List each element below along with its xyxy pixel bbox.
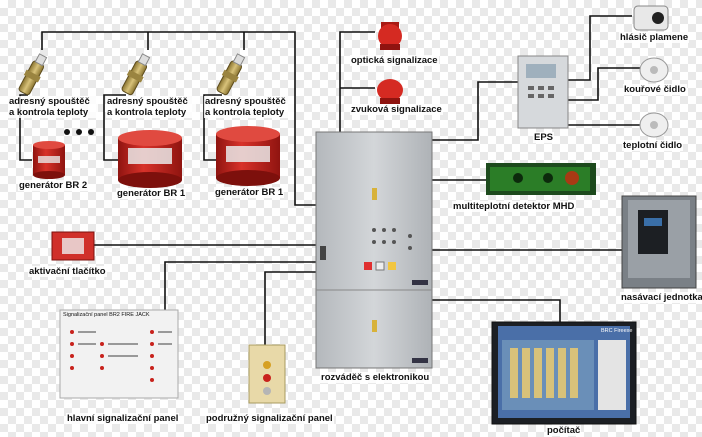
generator-br1-a <box>118 130 182 188</box>
eps-unit <box>517 55 569 129</box>
generator-br1-b <box>216 126 280 186</box>
flame-detector <box>633 5 669 31</box>
control-cabinet <box>315 131 433 369</box>
trigger-device-1 <box>18 53 48 96</box>
label-trigger-1: adresný spouštěč a kontrola teploty <box>8 96 98 118</box>
computer <box>491 321 637 425</box>
optical-siren <box>378 22 402 50</box>
heat-detector <box>639 112 669 138</box>
smoke-detector <box>639 57 669 83</box>
label-main-panel: hlavní signalizační panel <box>66 413 180 424</box>
label-heat-detector: teplotní čidlo <box>622 140 684 151</box>
label-cabinet: rozváděč s elektronikou <box>320 372 431 383</box>
label-flame-detector: hlásič plamene <box>619 32 690 43</box>
label-smoke-detector: kouřové čidlo <box>623 84 687 95</box>
sub-signal-panel <box>248 344 286 404</box>
generator-br2 <box>33 141 65 179</box>
acoustic-siren <box>377 79 403 104</box>
label-generator-br1-a: generátor BR 1 <box>116 188 187 199</box>
more-dots <box>64 129 94 135</box>
label-trigger-3: adresný spouštěč a kontrola teploty <box>204 96 294 118</box>
label-optical-signal: optická signalizace <box>350 55 439 66</box>
label-acoustic-signal: zvuková signalizace <box>350 104 443 115</box>
label-sub-panel: podružný signalizační panel <box>205 413 334 424</box>
label-aspirating: nasávací jednotka <box>620 292 702 303</box>
trigger-device-2 <box>121 53 151 96</box>
mhd-detector <box>486 163 596 195</box>
label-activation-button: aktivační tlačítko <box>28 266 107 277</box>
label-trigger-2: adresný spouštěč a kontrola teploty <box>106 96 196 118</box>
main-panel-title: Signalizační panel BR2 FIRE JACK <box>63 312 150 318</box>
computer-title: BRC Fireexe <box>601 328 633 334</box>
label-mhd: multiteplotní detektor MHD <box>452 201 576 212</box>
label-computer: počítač <box>546 425 582 436</box>
label-eps: EPS <box>533 132 555 143</box>
trigger-device-3 <box>216 53 246 96</box>
aspirating-unit <box>621 195 697 289</box>
wiring <box>19 15 642 345</box>
label-generator-br1-b: generátor BR 1 <box>214 187 285 198</box>
activation-button <box>51 231 95 261</box>
main-signal-panel <box>59 309 179 399</box>
label-generator-br2: generátor BR 2 <box>18 180 89 191</box>
